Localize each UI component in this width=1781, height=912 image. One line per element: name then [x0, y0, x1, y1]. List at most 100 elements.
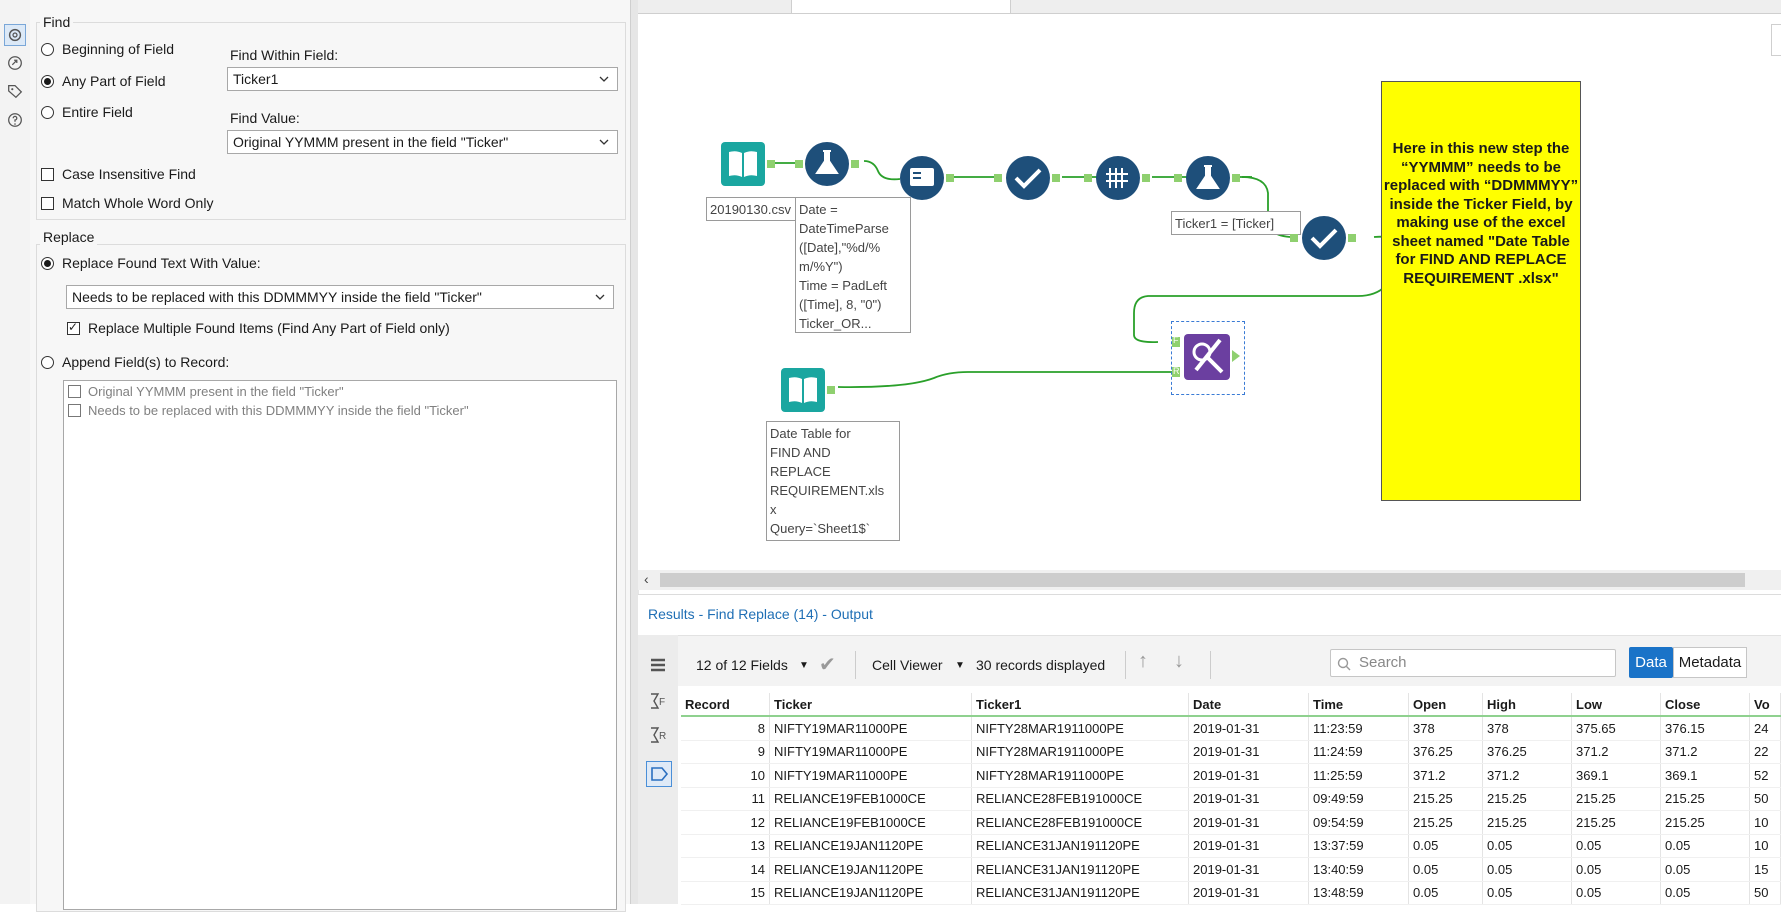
table-cell[interactable]: 10: [681, 763, 770, 788]
arrow-down-icon[interactable]: ↓: [1174, 650, 1184, 672]
table-cell[interactable]: 215.25: [1408, 787, 1483, 811]
find-within-dropdown[interactable]: Ticker1: [227, 67, 618, 91]
filter-tool-1[interactable]: [994, 154, 1062, 205]
annotation-icon[interactable]: [4, 52, 26, 74]
table-cell[interactable]: 13:37:59: [1308, 834, 1409, 858]
comment-box[interactable]: Here in this new step the “YYMMM” needs …: [1381, 81, 1581, 501]
append-fields-list[interactable]: Original YYMMM present in the field "Tic…: [63, 380, 617, 910]
canvas-horizontal-scrollbar[interactable]: ‹: [638, 570, 1781, 590]
find-replace-tool[interactable]: F R: [1171, 321, 1245, 395]
radio-beginning-of-field[interactable]: Beginning of Field: [41, 41, 174, 57]
table-cell[interactable]: 378: [1408, 716, 1483, 741]
filter-records-icon[interactable]: F: [646, 689, 670, 713]
output-anchor-icon[interactable]: [646, 761, 672, 787]
radio-dot[interactable]: [41, 74, 54, 88]
checkbox-box[interactable]: [68, 404, 81, 417]
table-cell[interactable]: 0.05: [1482, 881, 1572, 905]
table-cell[interactable]: 376.15: [1660, 716, 1750, 741]
table-cell[interactable]: RELIANCE19JAN1120PE: [769, 881, 972, 905]
table-cell[interactable]: 371.2: [1482, 763, 1572, 788]
table-cell[interactable]: 215.25: [1482, 787, 1572, 811]
list-item[interactable]: Original YYMMM present in the field "Tic…: [68, 384, 344, 399]
table-cell[interactable]: 15: [1749, 857, 1781, 882]
find-value-dropdown[interactable]: Original YYMMM present in the field "Tic…: [227, 130, 618, 154]
table-cell[interactable]: 8: [681, 716, 770, 741]
table-cell[interactable]: RELIANCE19FEB1000CE: [769, 810, 972, 835]
table-cell[interactable]: 2019-01-31: [1188, 881, 1309, 905]
panel-splitter[interactable]: [630, 0, 639, 904]
table-cell[interactable]: 2019-01-31: [1188, 740, 1309, 764]
column-header-ticker[interactable]: Ticker: [769, 693, 972, 717]
table-cell[interactable]: 50: [1749, 881, 1781, 905]
table-cell[interactable]: 12: [681, 810, 770, 835]
table-cell[interactable]: 11: [681, 787, 770, 811]
table-cell[interactable]: 371.2: [1408, 763, 1483, 788]
table-cell[interactable]: 0.05: [1660, 881, 1750, 905]
tab-active-workflow[interactable]: [791, 0, 1011, 13]
table-cell[interactable]: 13: [681, 834, 770, 858]
table-cell[interactable]: 10: [1749, 834, 1781, 858]
caret-down-icon[interactable]: ▼: [955, 660, 965, 671]
checkbox-box[interactable]: [41, 167, 54, 181]
table-cell[interactable]: RELIANCE19FEB1000CE: [769, 787, 972, 811]
table-cell[interactable]: 22: [1749, 740, 1781, 764]
table-cell[interactable]: 11:23:59: [1308, 716, 1409, 741]
search-input[interactable]: Search: [1330, 649, 1616, 677]
scrollbar-thumb[interactable]: [660, 573, 1745, 587]
multi-field-tool[interactable]: [1084, 154, 1150, 205]
table-cell[interactable]: 52: [1749, 763, 1781, 788]
list-item[interactable]: Needs to be replaced with this DDMMMYY i…: [68, 403, 469, 418]
metadata-view-button[interactable]: Metadata: [1673, 647, 1747, 678]
table-cell[interactable]: 2019-01-31: [1188, 716, 1309, 741]
column-header-ticker1[interactable]: Ticker1: [971, 693, 1189, 717]
table-cell[interactable]: 13:40:59: [1308, 857, 1409, 882]
column-header-time[interactable]: Time: [1308, 693, 1409, 717]
table-cell[interactable]: NIFTY19MAR11000PE: [769, 740, 972, 764]
replace-multiple-checkbox[interactable]: Replace Multiple Found Items (Find Any P…: [67, 320, 450, 336]
arrow-up-icon[interactable]: ↑: [1138, 650, 1148, 672]
scroll-left-icon[interactable]: ‹: [644, 571, 649, 587]
table-cell[interactable]: RELIANCE28FEB191000CE: [971, 810, 1189, 835]
caret-down-icon[interactable]: ▼: [799, 660, 809, 671]
input-data-tool-2[interactable]: [780, 365, 838, 420]
table-cell[interactable]: 0.05: [1571, 834, 1661, 858]
checkmark-icon[interactable]: ✔: [819, 654, 836, 676]
radio-replace-found-text[interactable]: Replace Found Text With Value:: [41, 255, 261, 271]
table-cell[interactable]: RELIANCE19JAN1120PE: [769, 857, 972, 882]
table-cell[interactable]: 0.05: [1571, 881, 1661, 905]
table-cell[interactable]: RELIANCE31JAN191120PE: [971, 834, 1189, 858]
tag-icon[interactable]: [4, 80, 26, 102]
table-cell[interactable]: NIFTY28MAR1911000PE: [971, 763, 1189, 788]
table-cell[interactable]: NIFTY28MAR1911000PE: [971, 740, 1189, 764]
column-header-open[interactable]: Open: [1408, 693, 1483, 717]
table-cell[interactable]: 2019-01-31: [1188, 834, 1309, 858]
match-whole-word-checkbox[interactable]: Match Whole Word Only: [41, 195, 213, 211]
table-cell[interactable]: 371.2: [1571, 740, 1661, 764]
table-cell[interactable]: 13:48:59: [1308, 881, 1409, 905]
table-cell[interactable]: 11:24:59: [1308, 740, 1409, 764]
column-header-high[interactable]: High: [1482, 693, 1572, 717]
table-cell[interactable]: 0.05: [1482, 834, 1572, 858]
table-cell[interactable]: 371.2: [1660, 740, 1750, 764]
formula-tool-1[interactable]: [795, 139, 859, 194]
radio-entire-field[interactable]: Entire Field: [41, 104, 133, 120]
table-cell[interactable]: 215.25: [1482, 810, 1572, 835]
table-cell[interactable]: 376.25: [1482, 740, 1572, 764]
radio-dot[interactable]: [41, 42, 54, 56]
replace-value-dropdown[interactable]: Needs to be replaced with this DDMMMYY i…: [66, 285, 614, 309]
checkbox-box[interactable]: [67, 320, 80, 335]
table-cell[interactable]: 10: [1749, 810, 1781, 835]
column-header-record[interactable]: Record: [681, 693, 770, 717]
table-cell[interactable]: 24: [1749, 716, 1781, 741]
radio-any-part-of-field[interactable]: Any Part of Field: [41, 73, 166, 89]
table-cell[interactable]: 0.05: [1408, 857, 1483, 882]
table-cell[interactable]: 0.05: [1660, 857, 1750, 882]
formula-tool-2[interactable]: [1174, 154, 1240, 205]
table-cell[interactable]: 0.05: [1660, 834, 1750, 858]
table-cell[interactable]: 2019-01-31: [1188, 857, 1309, 882]
radio-dot[interactable]: [41, 355, 54, 369]
table-cell[interactable]: 378: [1482, 716, 1572, 741]
